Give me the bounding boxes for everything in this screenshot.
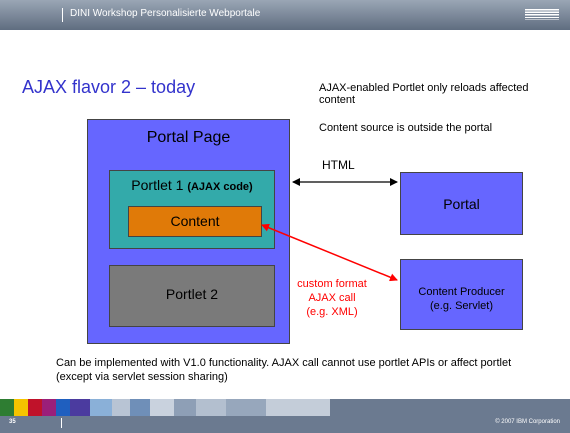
bottom-text: Can be implemented with V1.0 functionali… [56, 357, 512, 383]
content-producer-label: Content Producer (e.g. Servlet) [400, 285, 523, 313]
slide-title: AJAX flavor 2 – today [22, 77, 196, 97]
portal-label: Portal [443, 196, 480, 212]
ajax-arrow-label: custom format AJAX call (e.g. XML) [292, 277, 372, 319]
page-number: 35 [9, 419, 16, 425]
portal-box [400, 172, 523, 235]
copyright: © 2007 IBM Corporation [495, 419, 560, 425]
header-title: DINI Workshop Personalisierte Webportale [70, 8, 261, 19]
footer-color-strip [0, 399, 330, 416]
content-producer-name: Content Producer [418, 286, 505, 298]
portlet1-name: Portlet 1 [131, 177, 184, 193]
ajax-label-example: (e.g. XML) [306, 306, 358, 318]
ibm-logo [525, 9, 559, 20]
portlet2-label: Portlet 2 [165, 286, 219, 302]
content-label: Content [170, 213, 220, 229]
portal-page-label: Portal Page [146, 129, 231, 146]
ajax-label-format: custom format [297, 278, 367, 290]
portlet1-label: Portlet 1 (AJAX code) [109, 177, 275, 193]
content-producer-box [400, 259, 523, 330]
portlet1-ajax-code: (AJAX code) [187, 181, 253, 193]
ajax-label-call: AJAX call [308, 292, 356, 304]
html-arrow-label: HTML [322, 158, 355, 172]
content-producer-example: (e.g. Servlet) [430, 300, 493, 312]
portlet2-box [109, 265, 275, 327]
note-content-source: Content source is outside the portal [319, 122, 493, 134]
header-divider [62, 8, 63, 22]
note-reload: AJAX-enabled Portlet only reloads affect… [319, 82, 529, 106]
ajax-call-arrow [261, 223, 398, 282]
footer-divider [61, 418, 62, 428]
header-bar [0, 0, 570, 30]
content-box [128, 206, 262, 237]
